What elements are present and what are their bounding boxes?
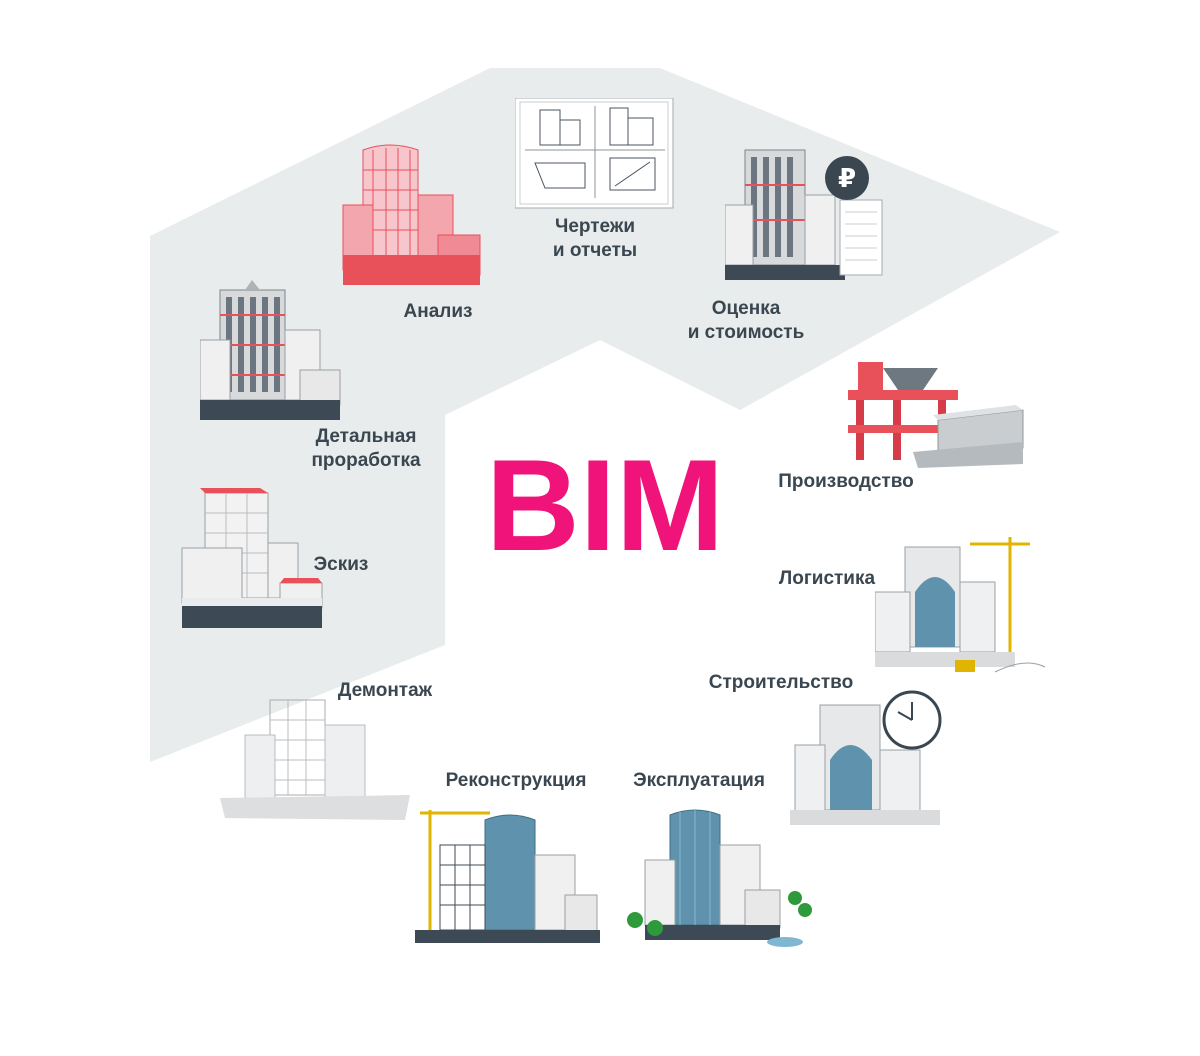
stage-label-reconstruction: Реконструкция (445, 770, 587, 791)
stage-label-demolition: Демонтаж (337, 680, 433, 701)
stage-label-production: Производство (778, 471, 914, 492)
logistics-crane-icon (875, 537, 1046, 673)
drawings-sheet-icon (515, 98, 674, 209)
stage-label-detailed: Детальная проработка (311, 426, 421, 471)
demolition-building-icon (220, 699, 410, 820)
svg-text:₽: ₽ (838, 164, 856, 194)
precast-factory-icon (848, 362, 1024, 468)
construction-clock-icon (790, 690, 942, 825)
detailed-building-icon (200, 280, 341, 420)
stage-label-construction: Строительство (708, 672, 854, 693)
operation-building-icon (627, 809, 812, 947)
reconstruction-crane-icon (415, 810, 600, 943)
estimate-building-ruble-icon: ₽ (725, 149, 883, 280)
stage-label-sketch: Эскиз (313, 554, 369, 575)
stage-label-drawings: Чертежи и отчеты (552, 216, 638, 261)
stage-label-estimate: Оценка и стоимость (687, 298, 805, 343)
stage-label-logistics: Логистика (778, 568, 876, 589)
stage-label-operation: Эксплуатация (633, 770, 765, 791)
stage-label-analysis: Анализ (403, 301, 473, 322)
analysis-building-icon (342, 144, 481, 285)
bim-title: BIM (485, 432, 725, 578)
sketch-building-icon (181, 488, 323, 628)
